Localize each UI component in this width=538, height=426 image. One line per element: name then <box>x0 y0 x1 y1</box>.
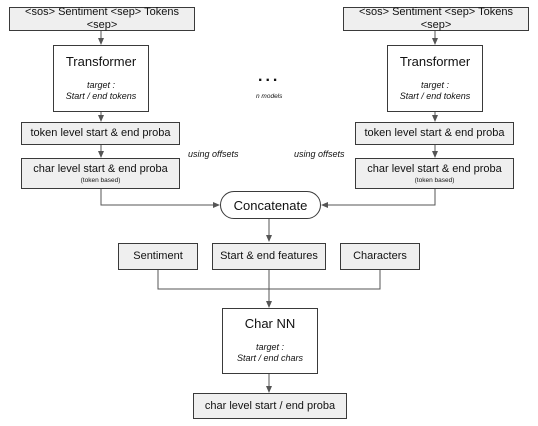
arrow-right-char-to-concat <box>321 189 436 208</box>
right-transformer-target-value: Start / end tokens <box>399 90 471 101</box>
characters-text: Characters <box>353 250 407 263</box>
start-end-features-box: Start & end features <box>212 243 326 270</box>
right-using-offsets-label: using offsets <box>294 149 345 159</box>
sentiment-text: Sentiment <box>133 250 183 263</box>
char-nn-target-label: target : <box>255 342 284 353</box>
left-char-level-box: char level start & end proba (token base… <box>21 158 180 189</box>
concatenate-node: Concatenate <box>220 191 321 219</box>
output-box: char level start / end proba <box>193 393 347 419</box>
right-char-level-box: char level start & end proba (token base… <box>355 158 514 189</box>
left-transformer-target-value: Start / end tokens <box>65 90 137 101</box>
left-input-text: <sos> Sentiment <sep> Tokens <sep> <box>25 6 179 31</box>
right-token-level-text: token level start & end proba <box>364 127 505 140</box>
concatenate-text: Concatenate <box>233 197 308 213</box>
sentiment-box: Sentiment <box>118 243 198 270</box>
left-transformer-title: Transformer <box>65 53 137 69</box>
right-transformer-box: Transformer target : Start / end tokens <box>387 45 483 112</box>
char-nn-title: Char NN <box>244 316 296 332</box>
left-token-level-box: token level start & end proba <box>21 122 180 145</box>
arrow-left-char-to-concat <box>100 189 220 208</box>
left-transformer-box: Transformer target : Start / end tokens <box>53 45 149 112</box>
left-transformer-target-label: target : <box>86 79 115 90</box>
start-end-features-text: Start & end features <box>220 250 318 263</box>
right-transformer-target-label: target : <box>420 79 449 90</box>
right-transformer-title: Transformer <box>399 53 471 69</box>
right-input-box: <sos> Sentiment <sep> Tokens <sep> <box>343 6 529 31</box>
left-input-box: <sos> Sentiment <sep> Tokens <sep> <box>9 6 195 31</box>
more-models-ellipsis: ... <box>258 68 281 85</box>
right-input-text: <sos> Sentiment <sep> Tokens <sep> <box>359 6 513 31</box>
n-models-label: n models <box>256 93 283 100</box>
right-char-level-note: (token based) <box>414 176 455 184</box>
left-using-offsets-label: using offsets <box>188 149 239 159</box>
left-char-level-note: (token based) <box>80 176 121 184</box>
characters-box: Characters <box>340 243 420 270</box>
left-char-level-text: char level start & end proba <box>33 162 168 175</box>
output-text: char level start / end proba <box>204 399 336 412</box>
left-token-level-text: token level start & end proba <box>30 127 171 140</box>
right-char-level-text: char level start & end proba <box>367 162 502 175</box>
char-nn-box: Char NN target : Start / end chars <box>222 308 318 374</box>
char-nn-target-value: Start / end chars <box>236 353 304 364</box>
right-token-level-box: token level start & end proba <box>355 122 514 145</box>
